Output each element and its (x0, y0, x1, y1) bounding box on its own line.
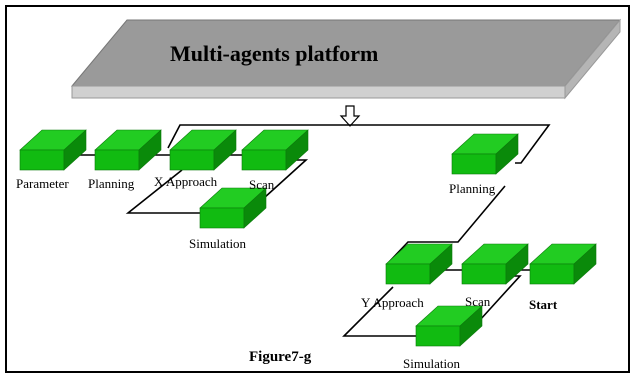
box-parameter (19, 129, 87, 171)
label-parameter: Parameter (16, 176, 69, 191)
box-x-approach (169, 129, 237, 171)
down-arrow-icon (339, 105, 361, 127)
box-simulation-1 (199, 187, 267, 229)
box-start (529, 243, 597, 285)
label-planning-2: Planning (449, 181, 496, 196)
label-start: Start (529, 297, 558, 312)
label-planning-1: Planning (88, 176, 135, 191)
box-scan-2 (461, 243, 529, 285)
box-y-approach (385, 243, 453, 285)
box-planning-2 (451, 133, 519, 175)
label-simulation-2: Simulation (403, 356, 461, 371)
label-scan-1: Scan (249, 177, 275, 192)
box-simulation-2 (415, 305, 483, 347)
platform-slab: Multi-agents platform (70, 18, 622, 100)
box-scan-1 (241, 129, 309, 171)
box-planning-1 (94, 129, 162, 171)
label-simulation-1: Simulation (189, 236, 247, 251)
label-scan-2: Scan (465, 294, 491, 309)
figure-caption: Figure7-g (249, 349, 312, 365)
label-x-approach: X Approach (154, 174, 218, 189)
label-y-approach: Y Approach (361, 295, 424, 310)
platform-title: Multi-agents platform (170, 41, 378, 66)
agent-boxes (19, 129, 597, 347)
